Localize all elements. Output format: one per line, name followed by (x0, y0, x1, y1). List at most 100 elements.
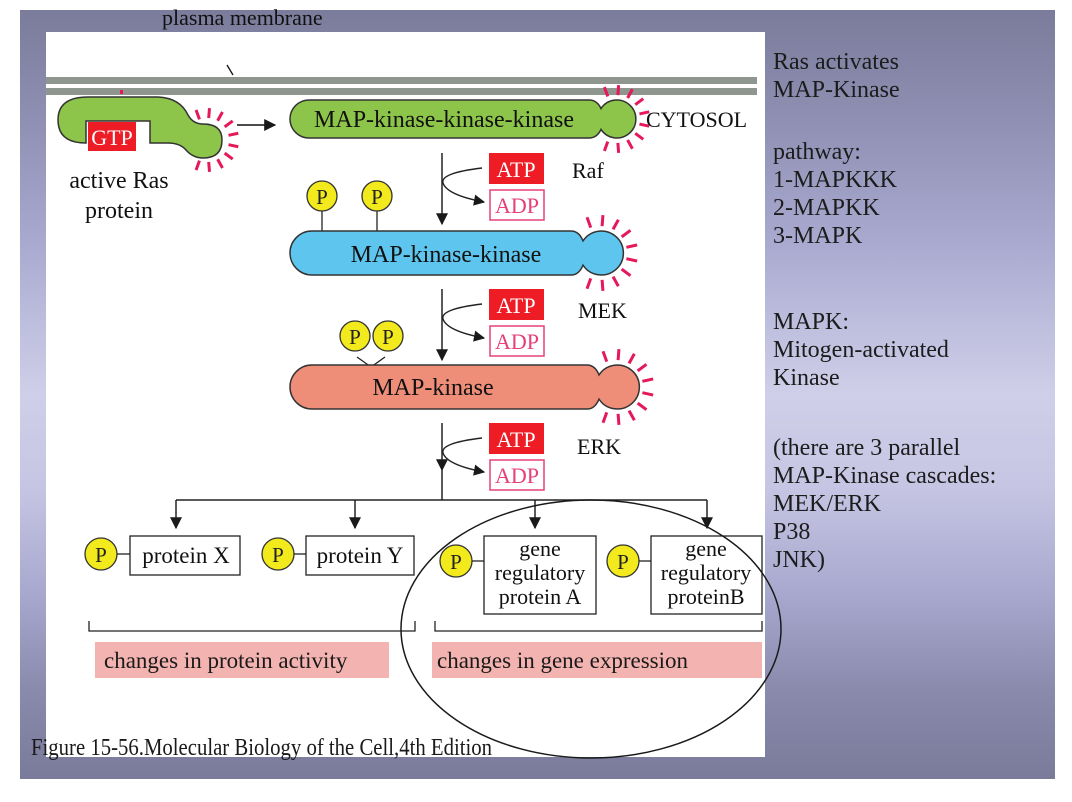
activity-burst-icon (601, 348, 654, 426)
burst-ray (626, 243, 638, 249)
ras-label-line1: active Ras (69, 168, 168, 194)
svg-text:P: P (617, 550, 629, 574)
svg-text:P: P (316, 185, 328, 209)
burst-ray (228, 143, 239, 149)
note-line: pathway: (773, 139, 861, 165)
note-line: MAP-Kinase (773, 77, 900, 103)
target-protein-x: P protein X (84, 535, 241, 576)
burst-ray (216, 158, 224, 169)
erk-label: ERK (577, 434, 621, 459)
svg-text:P: P (349, 325, 361, 349)
mapkkk-protein (289, 99, 637, 139)
svg-text:P: P (450, 550, 462, 574)
burst-ray (626, 88, 634, 99)
atp-to-adp-arrow (442, 167, 486, 206)
svg-text:P: P (371, 185, 383, 209)
cytosol-label: CYTOSOL (646, 107, 747, 132)
phosphorylation-step-3: ATP ADP (436, 423, 545, 491)
note-line: MEK/ERK (773, 491, 881, 517)
burst-ray (194, 109, 201, 120)
burst-ray (639, 110, 650, 116)
gtp-label: GTP (91, 125, 133, 150)
svg-text:P: P (95, 543, 107, 567)
note-line: Kinase (773, 365, 840, 391)
mapkkk-label: MAP-kinase-kinase-kinase (314, 107, 574, 133)
burst-ray (634, 97, 645, 106)
burst-ray (626, 139, 634, 150)
note-line: Ras activates (773, 49, 899, 75)
mek-label: MEK (578, 298, 627, 323)
burst-ray (620, 229, 632, 239)
atp-badge (489, 289, 544, 320)
svg-text:protein X: protein X (142, 543, 230, 568)
burst-ray (627, 409, 636, 421)
adp-label: ADP (495, 463, 539, 488)
plasma-membrane (46, 77, 757, 95)
burst-ray (207, 107, 211, 119)
notes-mapk: MAPK: Mitogen-activated Kinase (773, 308, 949, 392)
notes-title: Ras activates MAP-Kinase (773, 48, 900, 104)
burst-ray (228, 131, 239, 137)
burst-ray (636, 363, 648, 373)
burst-ray (207, 161, 211, 173)
burst-ray (600, 279, 605, 292)
note-line: JNK) (773, 547, 825, 573)
svg-text:gene: gene (685, 536, 727, 561)
svg-text:protein Y: protein Y (317, 543, 404, 568)
raf-label: Raf (572, 158, 604, 183)
svg-text:regulatory: regulatory (661, 560, 751, 585)
phosphate-icon: P (339, 320, 371, 352)
burst-ray (216, 111, 224, 122)
burst-ray (616, 84, 621, 96)
svg-text:proteinB: proteinB (668, 584, 745, 609)
adp-badge (489, 459, 545, 491)
outcome-protein-activity: changes in protein activity (104, 648, 348, 673)
adp-badge (489, 189, 545, 221)
atp-badge (489, 153, 544, 184)
atp-label: ATP (496, 293, 535, 318)
atp-label: ATP (496, 157, 535, 182)
phosphorylation-step-2: ATP ADP (436, 289, 545, 362)
figure-caption: Figure 15-56.Molecular Biology of the Ce… (31, 735, 492, 761)
burst-ray (600, 214, 605, 227)
activity-burst-icon (194, 107, 239, 173)
adp-label: ADP (495, 329, 539, 354)
activity-burst-icon (585, 214, 638, 292)
bracket-protein-activity (88, 621, 416, 632)
burst-ray (627, 353, 636, 365)
note-line: 1-MAPKKK (773, 167, 898, 193)
svg-text:regulatory: regulatory (495, 560, 585, 585)
atp-label: ATP (496, 427, 535, 452)
note-line: 2-MAPKK (773, 195, 880, 221)
burst-ray (601, 350, 609, 363)
gtp-badge (88, 122, 136, 151)
burst-ray (626, 257, 638, 263)
membrane-pointer (226, 64, 234, 76)
note-line: P38 (773, 519, 811, 545)
burst-ray (616, 413, 621, 426)
svg-text:P: P (382, 325, 394, 349)
activity-burst-icon (602, 84, 650, 154)
outcome-gene-expression: changes in gene expression (437, 648, 689, 673)
svg-text:P: P (272, 543, 284, 567)
highlight-ellipse (400, 499, 782, 759)
note-line: MAPK: (773, 309, 850, 335)
note-line: MAP-Kinase cascades: (773, 463, 997, 489)
burst-ray (223, 119, 234, 129)
burst-ray (223, 151, 234, 161)
mapkk-label: MAP-kinase-kinase (351, 242, 542, 268)
burst-ray (585, 277, 593, 290)
adp-badge (489, 325, 545, 357)
svg-text:gene: gene (519, 536, 561, 561)
burst-ray (620, 267, 632, 277)
atp-to-adp-arrow (442, 303, 486, 342)
phosphate-icon: P (306, 180, 338, 212)
branch-lines (170, 470, 713, 530)
outcome-gene-expression-bg (432, 642, 762, 678)
adp-label: ADP (495, 193, 539, 218)
burst-ray (642, 391, 654, 397)
svg-text:protein A: protein A (499, 584, 582, 609)
target-gene-regulatory-protein-a: P gene regulatory protein A (439, 535, 597, 615)
phosphate-icon: P (372, 320, 404, 352)
